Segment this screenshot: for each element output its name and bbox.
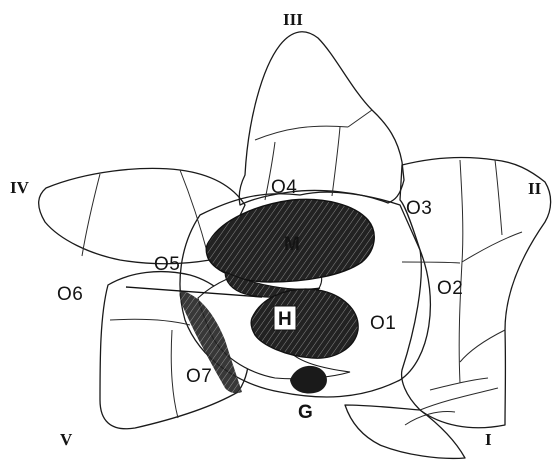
- plate-label-o2: O2: [437, 278, 463, 299]
- structure-label-g: G: [298, 402, 313, 423]
- ray-label-i: I: [485, 430, 492, 449]
- ray-label-iii: III: [283, 10, 303, 29]
- ray-label-iv: IV: [10, 178, 30, 197]
- plate-label-o3: O3: [406, 198, 432, 219]
- plate-label-o6: O6: [57, 284, 83, 305]
- ray-label-v: V: [60, 430, 73, 449]
- plate-label-o4: O4: [271, 177, 297, 198]
- plate-label-o5: O5: [154, 254, 180, 275]
- ray-label-ii: II: [528, 179, 542, 198]
- plate-label-o7: O7: [186, 366, 212, 387]
- plate-label-o1: O1: [370, 313, 396, 334]
- arm-i: [345, 405, 465, 458]
- structure-label-m: M: [284, 234, 300, 255]
- arm-iii: [239, 32, 404, 205]
- structure-label-h: H: [278, 309, 292, 330]
